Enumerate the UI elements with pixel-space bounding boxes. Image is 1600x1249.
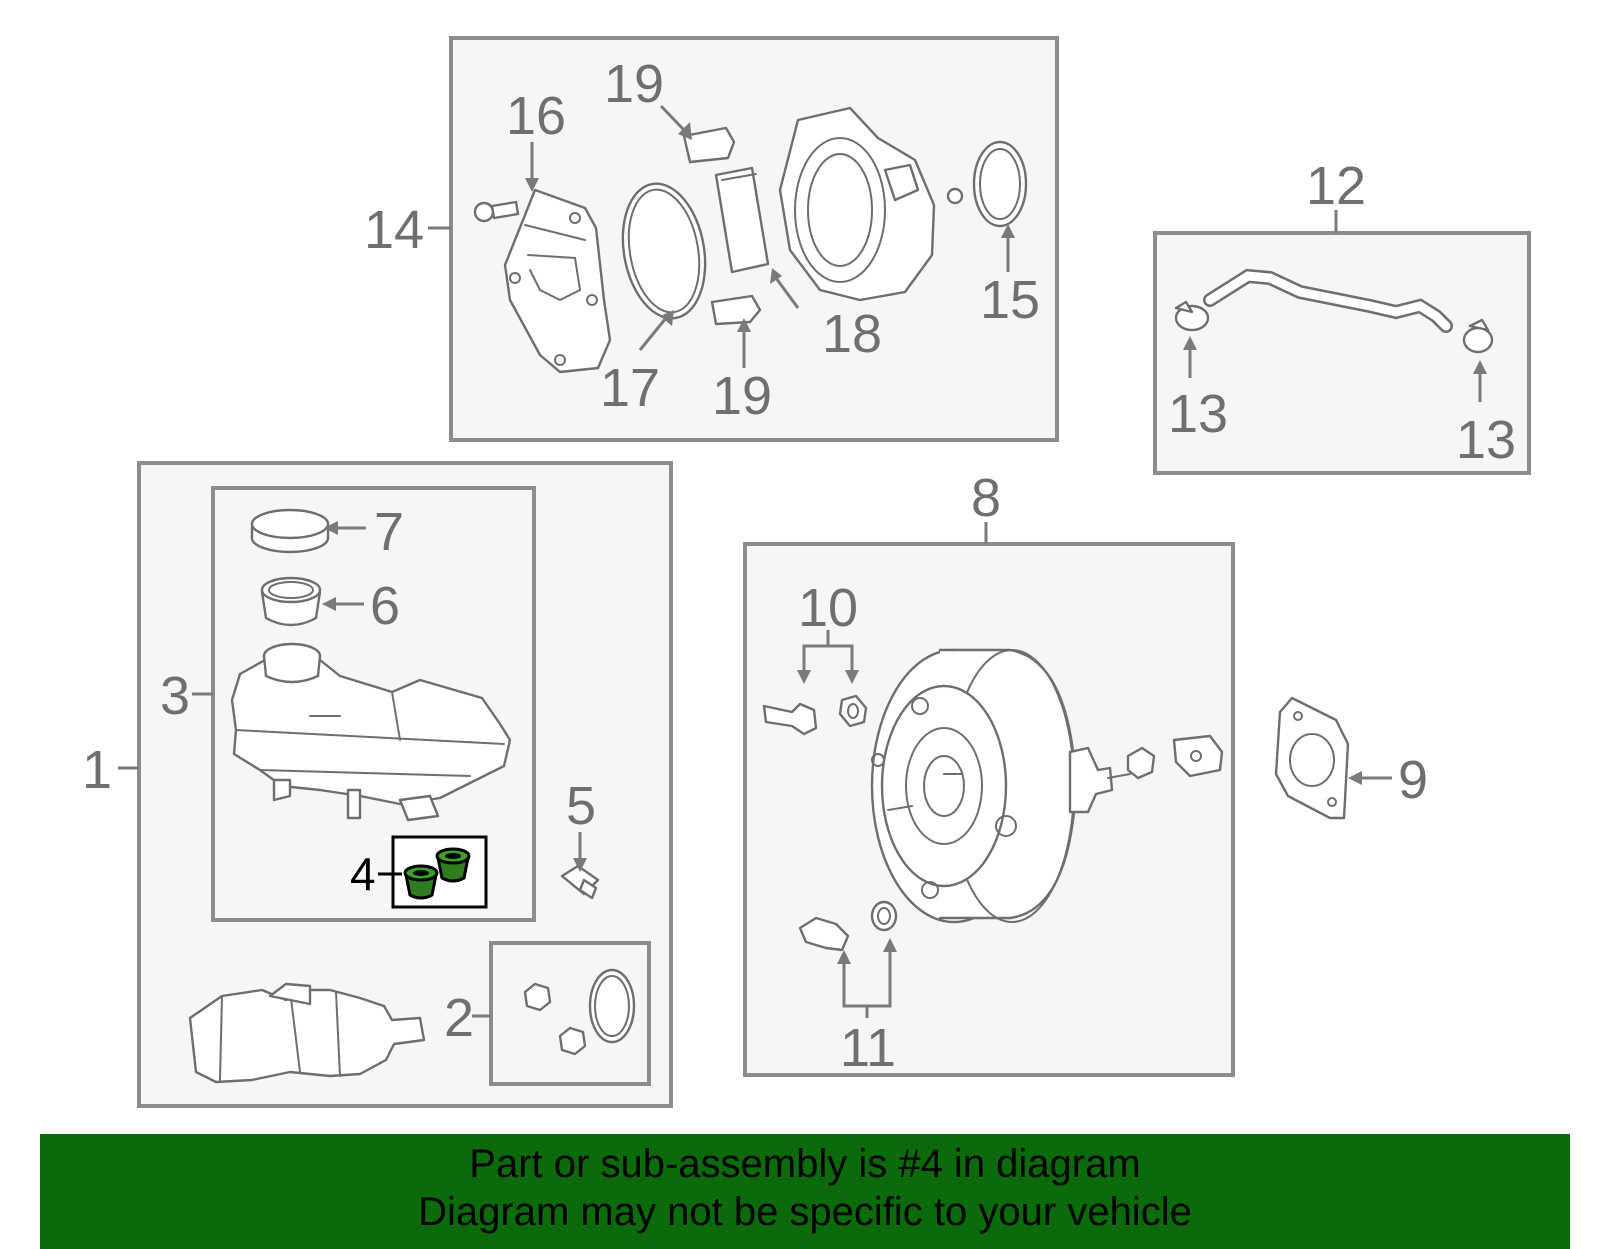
- pin-5: [560, 864, 600, 900]
- o-ring-15: [972, 140, 1028, 228]
- master-cylinder-body: [188, 982, 426, 1084]
- brake-booster-8: [870, 648, 1131, 924]
- hose-clamp-13-left: [1174, 300, 1210, 332]
- grommet-4-left: [403, 864, 439, 900]
- callout-11: 11: [840, 1018, 896, 1078]
- callout-19-top: 19: [604, 54, 664, 114]
- callout-3: 3: [160, 666, 190, 726]
- callout-19-bottom: 19: [712, 366, 772, 426]
- callout-4: 4: [350, 848, 376, 900]
- callout-1: 1: [82, 740, 112, 800]
- reservoir-cap-7: [250, 508, 330, 554]
- bracket-8: [1172, 734, 1224, 778]
- info-banner: Part or sub-assembly is #4 in diagram Di…: [40, 1134, 1570, 1249]
- cover-plate-16: [503, 188, 612, 374]
- callout-13-left: 13: [1168, 384, 1228, 444]
- callout-2: 2: [444, 988, 474, 1048]
- clip-19-top: [682, 126, 736, 164]
- callout-16: 16: [506, 86, 566, 146]
- callout-18: 18: [822, 304, 882, 364]
- gasket-9: [1274, 696, 1350, 820]
- callout-17: 17: [600, 358, 660, 418]
- callout-6: 6: [370, 576, 400, 636]
- nut-8: [1126, 746, 1156, 780]
- seal-kit-2: [523, 968, 636, 1056]
- callout-14: 14: [364, 200, 424, 260]
- strainer-6: [260, 576, 322, 627]
- callout-8: 8: [971, 468, 1001, 528]
- callout-5: 5: [566, 776, 596, 836]
- hose-clamp-13-right: [1462, 318, 1494, 354]
- gasket-ring-17: [621, 182, 707, 320]
- callout-15: 15: [980, 270, 1040, 330]
- banner-line-1: Part or sub-assembly is #4 in diagram: [469, 1142, 1141, 1186]
- banner-line-2: Diagram may not be specific to your vehi…: [418, 1190, 1192, 1234]
- sensor-11: [798, 900, 898, 952]
- callout-10: 10: [798, 578, 858, 638]
- filter-element-18: [714, 166, 770, 274]
- callout-12: 12: [1306, 156, 1366, 216]
- callout-13-right: 13: [1456, 410, 1516, 470]
- grommet-4-right: [435, 847, 471, 883]
- vacuum-hose-12: [1203, 268, 1453, 333]
- callout-7: 7: [374, 502, 404, 562]
- clip-19-bottom: [710, 294, 762, 326]
- callout-9: 9: [1398, 750, 1428, 810]
- check-valve-10: [762, 694, 868, 736]
- bolt-14: [473, 200, 520, 223]
- group-box-12: [1153, 231, 1531, 475]
- vacuum-pump-housing: [778, 106, 964, 302]
- reservoir-tank-3: [230, 642, 512, 822]
